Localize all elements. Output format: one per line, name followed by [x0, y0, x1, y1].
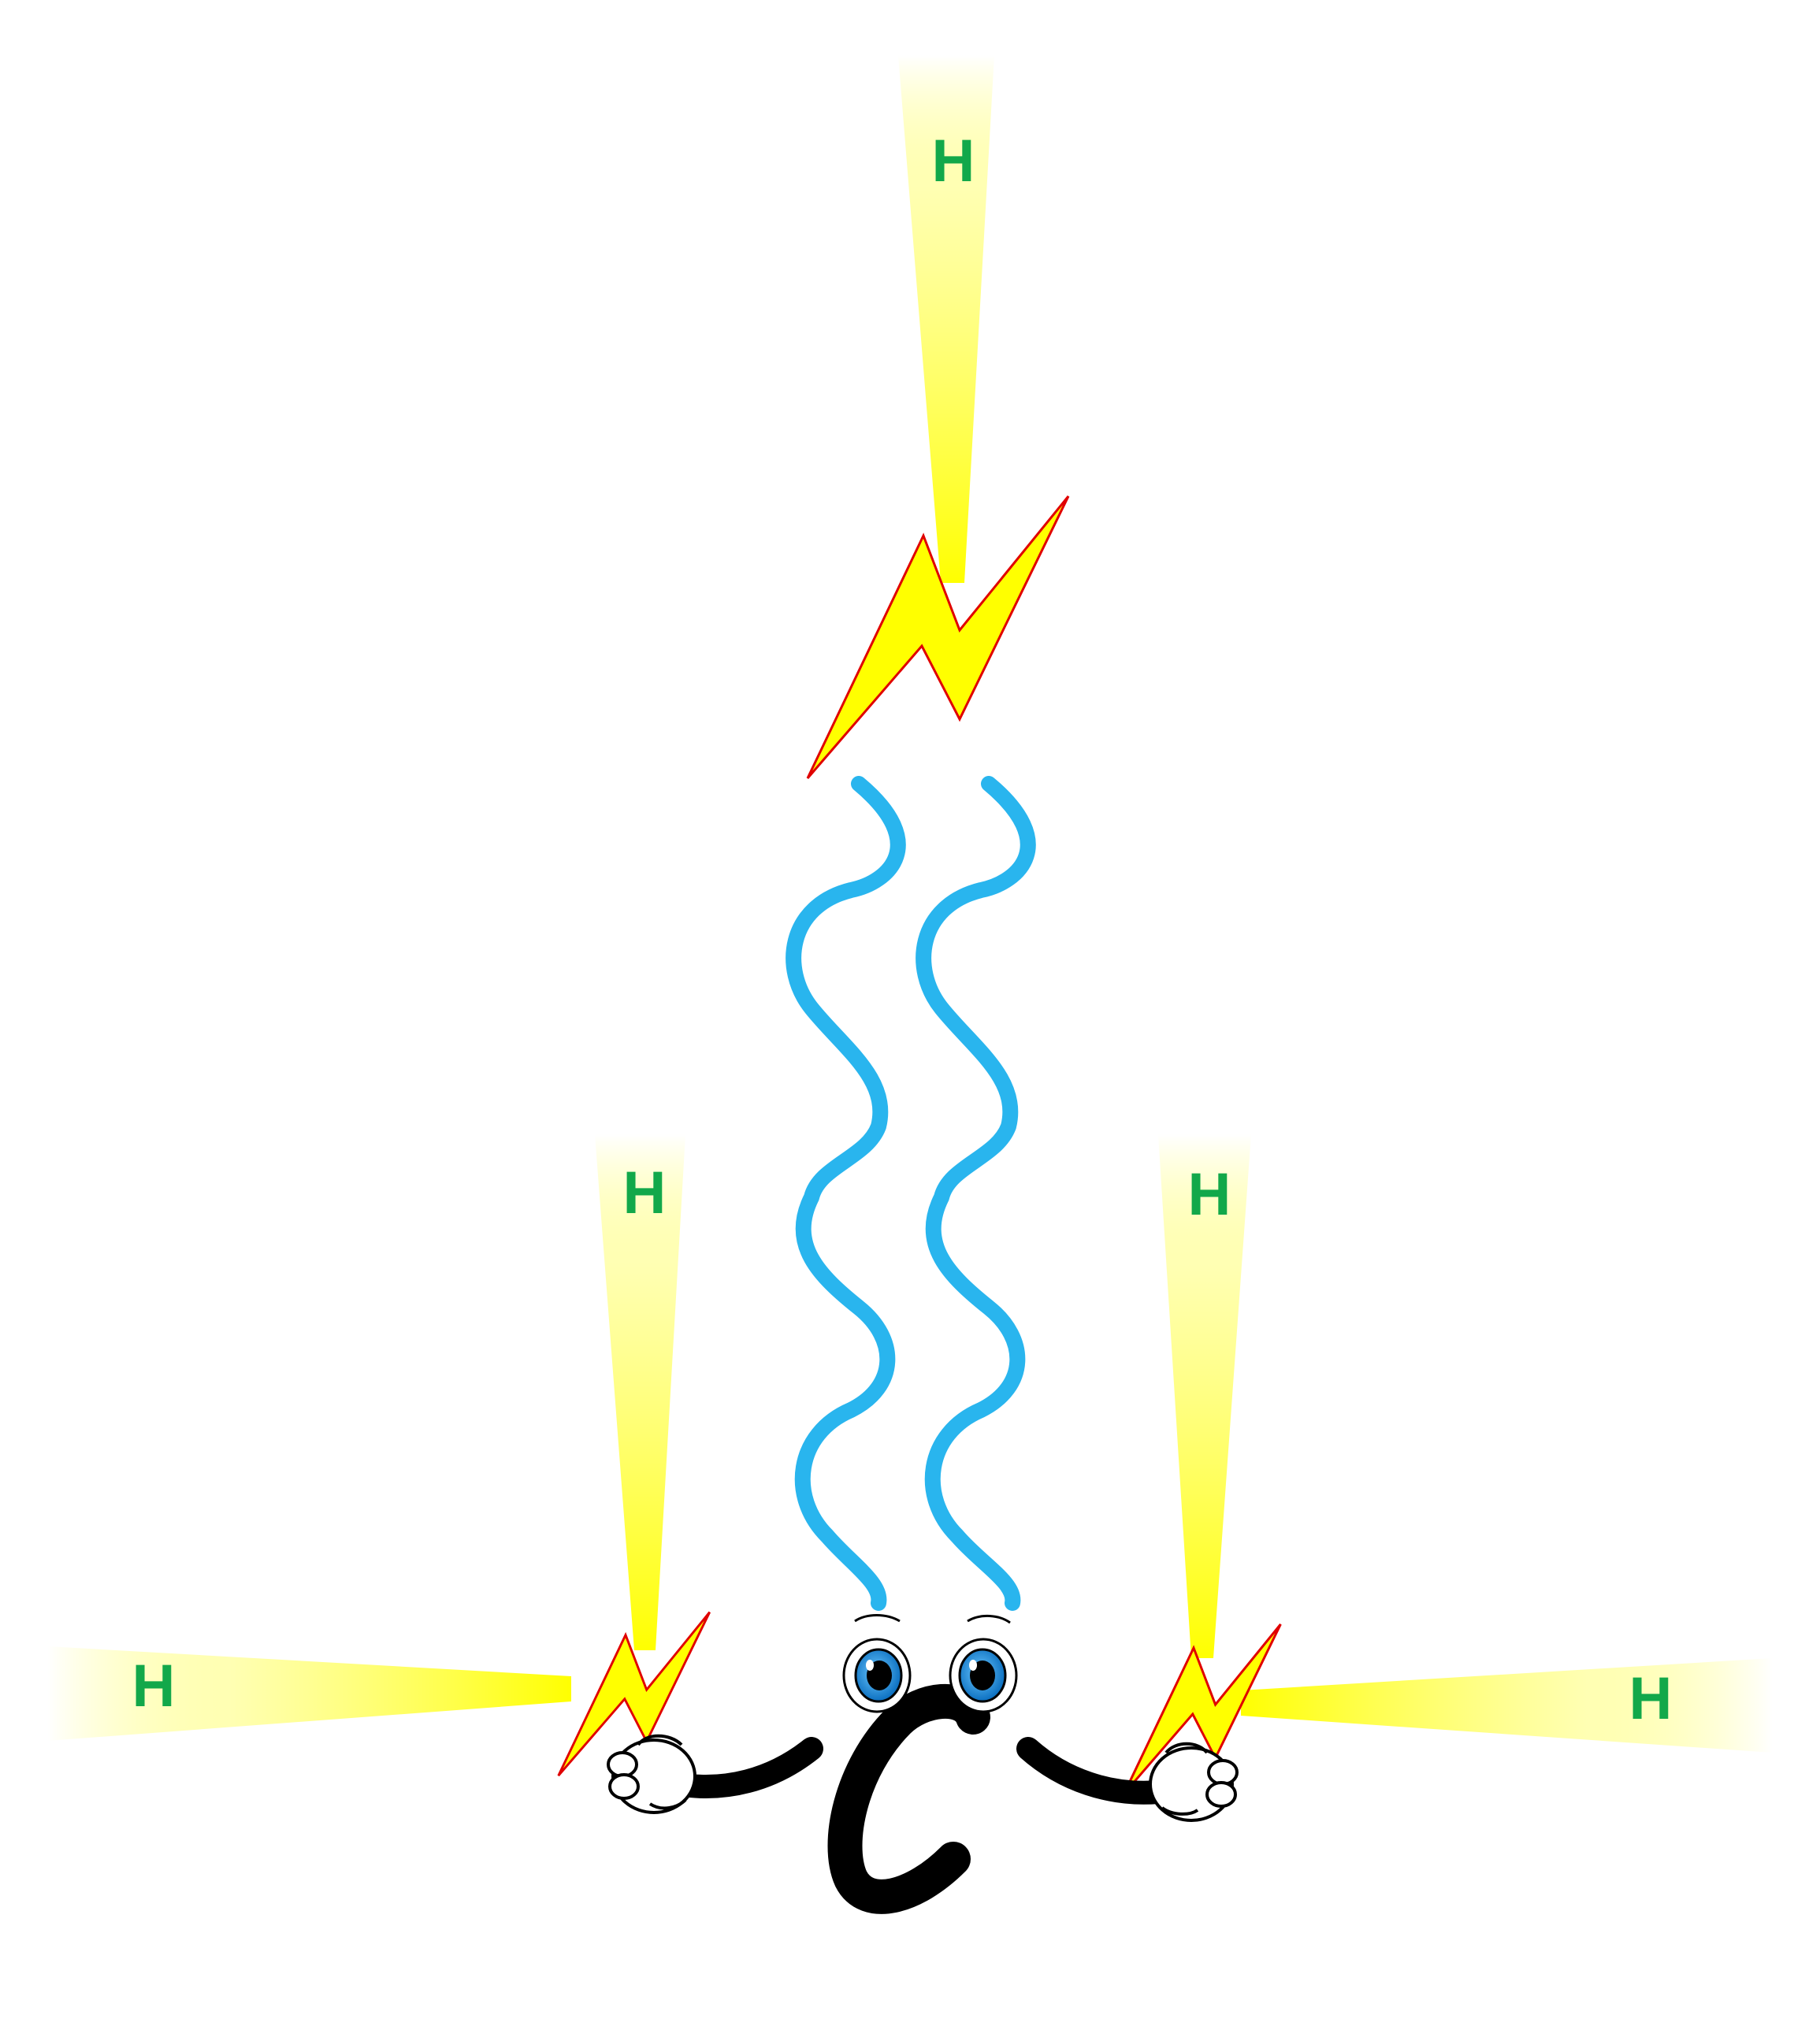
lightning-bolt-icon: [1123, 1623, 1282, 1794]
lightning-bolt-icon: [557, 1611, 711, 1777]
hydrogen-label-upper-left: H: [623, 1160, 667, 1226]
hydrogen-label-right: H: [1629, 1665, 1673, 1732]
cartoon-carbon-character: [607, 1614, 1239, 1914]
left-glove-fist: [607, 1734, 696, 1814]
hydrogen-label-left: H: [132, 1653, 176, 1720]
left-arm: [666, 1737, 823, 1798]
blue-wavy-line-icon: [916, 776, 1036, 1611]
hydrogen-label-upper-right: H: [1188, 1161, 1231, 1228]
right-arm: [1016, 1737, 1170, 1805]
beams: [47, 55, 1773, 1753]
wavy-lines: [786, 776, 1036, 1611]
hydrogen-labels: H H H H H: [132, 128, 1673, 1732]
lightning-bolt-icon: [806, 495, 1070, 779]
beam-left: [47, 1646, 571, 1741]
right-glove-fist: [1149, 1742, 1239, 1822]
beam-top: [898, 55, 994, 583]
lightning-bolts: [557, 495, 1282, 1794]
hydrogen-label-top: H: [932, 128, 975, 195]
beam-upper-left: [595, 1134, 685, 1650]
left-eye: [842, 1638, 912, 1713]
left-eyebrow: [854, 1614, 901, 1623]
carbon-letter-body: [827, 1684, 990, 1914]
blue-wavy-line-icon: [786, 776, 906, 1611]
beam-right: [1241, 1658, 1773, 1753]
right-eye: [949, 1638, 1018, 1713]
right-eyebrow: [967, 1615, 1011, 1624]
beam-upper-right: [1158, 1134, 1251, 1658]
